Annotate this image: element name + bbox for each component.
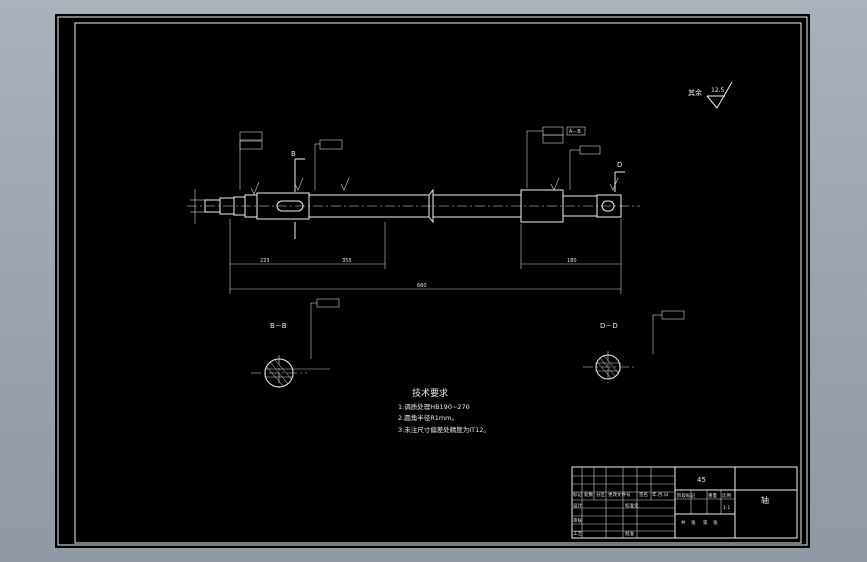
svg-text:D－D: D－D	[600, 322, 618, 330]
svg-text:B: B	[291, 150, 296, 158]
inner-border	[74, 22, 802, 544]
tech-item-1: 1.调质处理HB190~270	[398, 402, 470, 411]
svg-text:审核: 审核	[573, 517, 582, 524]
svg-text:设计: 设计	[573, 502, 582, 509]
svg-text:355: 355	[342, 258, 352, 264]
svg-text:其余: 其余	[688, 88, 702, 97]
roughness-symbols	[250, 177, 619, 195]
svg-text:批准: 批准	[625, 530, 634, 537]
outer-border	[57, 16, 808, 546]
svg-text:阶段标记: 阶段标记	[677, 492, 695, 499]
svg-text:标记: 标记	[573, 491, 582, 498]
svg-text:工艺: 工艺	[573, 531, 582, 537]
svg-text:张: 张	[691, 519, 696, 526]
section-view-d: D－D	[583, 310, 685, 383]
svg-text:处数: 处数	[584, 491, 593, 498]
keyway-right	[601, 200, 615, 212]
svg-text:年.月.日: 年.月.日	[652, 491, 668, 498]
keyway-left	[276, 200, 304, 212]
title-block: 标记 处数 分区 更改文件号 签名 年.月.日 设计 审核 工艺 标准化 批准 …	[571, 466, 798, 539]
svg-text:标准化: 标准化	[625, 502, 639, 509]
svg-text:签名: 签名	[639, 491, 648, 498]
roughness-note: 其余 12.5	[688, 81, 733, 109]
svg-text:A－B: A－B	[569, 129, 581, 135]
svg-text:分区: 分区	[596, 491, 605, 498]
svg-text:第: 第	[703, 519, 708, 526]
drawing-canvas: 其余 12.5	[57, 16, 808, 546]
svg-text:223: 223	[260, 258, 270, 264]
svg-text:12.5: 12.5	[711, 87, 725, 94]
technical-requirements: 技术要求 1.调质处理HB190~270 2.圆角半径R1mm。 3.未注尺寸偏…	[398, 387, 490, 434]
svg-text:1:1: 1:1	[723, 505, 730, 511]
part-name: 轴	[761, 495, 769, 505]
svg-text:重量: 重量	[708, 492, 717, 499]
svg-text:180: 180	[567, 258, 577, 264]
tech-item-3: 3.未注尺寸偏差处精度为IT12。	[398, 425, 490, 434]
section-marker-b: B	[291, 150, 305, 239]
section-marker-d: D	[614, 161, 625, 192]
svg-text:660: 660	[417, 283, 427, 289]
shaft-main-view	[187, 188, 640, 224]
svg-text:D: D	[617, 161, 622, 169]
tolerance-frames: A－B	[239, 126, 601, 190]
svg-text:更改文件号: 更改文件号	[608, 491, 631, 498]
svg-text:B－B: B－B	[270, 322, 287, 330]
svg-text:比例: 比例	[722, 492, 731, 499]
svg-text:共: 共	[681, 519, 686, 526]
tech-title: 技术要求	[412, 387, 448, 399]
dimension-lines: 660 223 355 180	[190, 189, 622, 294]
tech-item-2: 2.圆角半径R1mm。	[398, 413, 458, 422]
material-label: 45	[697, 476, 706, 484]
drawing-sheet: 其余 12.5	[55, 14, 810, 548]
datum-frame	[566, 126, 586, 136]
svg-text:张: 张	[713, 519, 718, 526]
section-view-b: B－B	[251, 298, 340, 391]
